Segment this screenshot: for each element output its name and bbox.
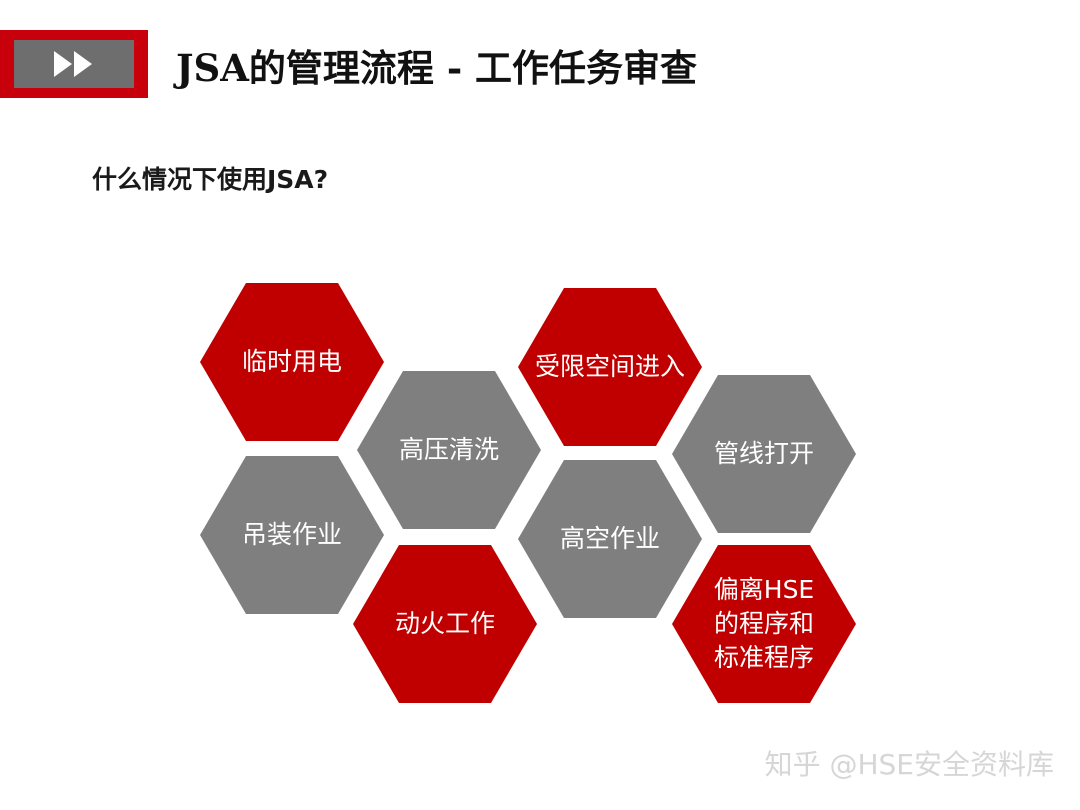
- hexagon-high-pressure-cleaning: 高压清洗: [357, 371, 541, 529]
- section-question: 什么情况下使用JSA?: [92, 165, 329, 194]
- hexagon-deviation-from-procedures: 偏离HSE 的程序和 标准程序: [672, 545, 856, 703]
- hexagon-hot-work: 动火工作: [353, 545, 537, 703]
- hexagon-temporary-power: 临时用电: [200, 283, 384, 441]
- page-title: JSA的管理流程 - 工作任务审查: [176, 46, 698, 90]
- header-icon-box: [14, 40, 134, 88]
- fast-forward-icon: [54, 51, 92, 77]
- watermark: 知乎 @HSE安全资料库: [764, 748, 1054, 781]
- hexagon-confined-space-entry: 受限空间进入: [518, 288, 702, 446]
- hexagon-lifting-operation: 吊装作业: [200, 456, 384, 614]
- hexagon-pipeline-opening: 管线打开: [672, 375, 856, 533]
- hexagon-work-at-height: 高空作业: [518, 460, 702, 618]
- header-accent-bar: [0, 30, 148, 98]
